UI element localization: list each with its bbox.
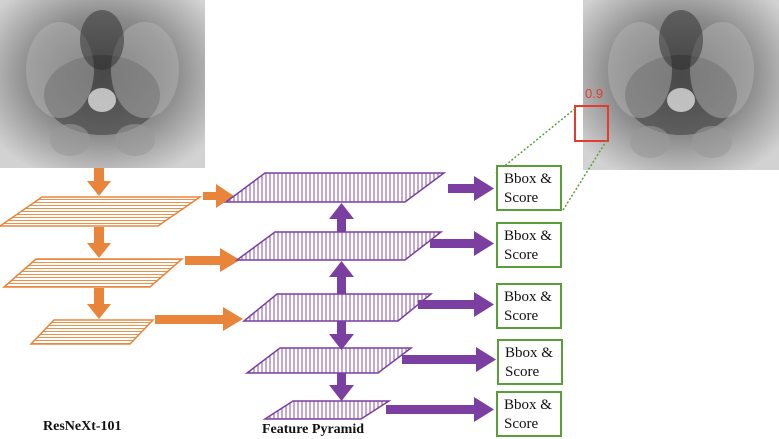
output-box-4: Bbox & Score: [497, 339, 563, 385]
backbone-layer-1: [0, 196, 203, 227]
connector-line-bottom: [562, 139, 608, 211]
output-box-1: Bbox & Score: [496, 165, 562, 211]
output-box-5: Bbox & Score: [496, 391, 562, 437]
backbone-down-arrow-2: [87, 227, 111, 258]
output-arrow-2: [430, 231, 494, 256]
output-arrow-4: [402, 347, 496, 372]
pyramid-layer-4: [244, 347, 414, 374]
pyramid-layer-2: [234, 231, 444, 261]
backbone-layer-2: [2, 258, 184, 288]
pyramid-caption: Feature Pyramid: [262, 422, 364, 437]
backbone-down-arrow-3: [87, 288, 111, 319]
lateral-arrow-2: [185, 248, 240, 272]
pyramid-layer-1: [223, 172, 447, 203]
pyramid-layer-3: [241, 293, 434, 322]
output-xray-image: [583, 0, 779, 170]
backbone-layer-3: [29, 319, 155, 345]
input-xray-image: [0, 0, 205, 168]
pyramid-layer-5: [262, 400, 392, 420]
detection-score-label: 0.9: [585, 86, 604, 101]
output-box-2: Bbox & Score: [496, 222, 562, 268]
output-arrow-3: [418, 292, 494, 317]
backbone-down-arrow-1: [87, 168, 111, 196]
pyramid-down-arrow-1: [329, 321, 354, 350]
pyramid-down-arrow-2: [329, 373, 354, 401]
output-arrow-5: [386, 397, 494, 422]
output-box-3: Bbox & Score: [496, 283, 562, 329]
detection-box: [574, 105, 609, 142]
pyramid-up-arrow-1: [329, 203, 354, 232]
lateral-arrow-1: [203, 184, 234, 208]
backbone-caption: ResNeXt-101: [43, 419, 122, 434]
output-arrow-1: [448, 176, 494, 201]
pyramid-up-arrow-2: [329, 261, 354, 294]
connector-line-top: [495, 106, 578, 174]
lateral-arrow-3: [155, 307, 243, 331]
